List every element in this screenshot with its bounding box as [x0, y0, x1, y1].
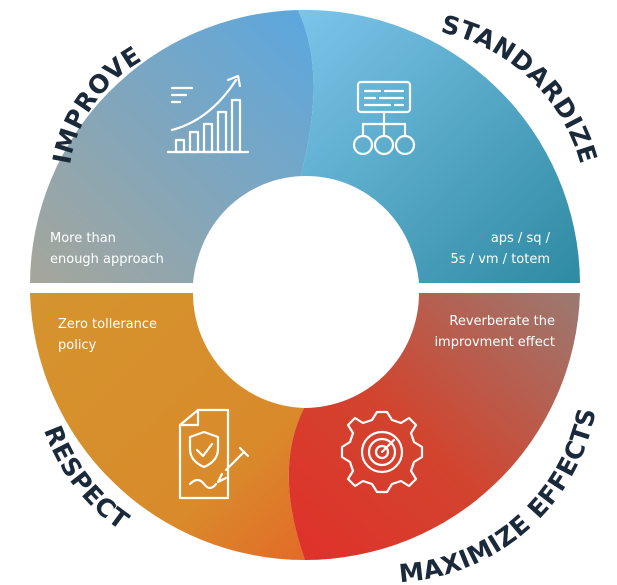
- maximize-text-line-2: improvment effect: [434, 335, 555, 350]
- growth-chart-icon: [166, 74, 250, 154]
- standardize-text-line-1: aps / sq /: [491, 231, 551, 246]
- hierarchy-board-icon: [352, 80, 416, 156]
- segment-maximize: [288, 293, 580, 560]
- segment-improve: [30, 10, 314, 283]
- center-circle: [194, 176, 418, 400]
- gear-target-icon: [340, 410, 424, 494]
- standardize-text-line-2: 5s / vm / totem: [451, 252, 551, 267]
- improve-text-line-2: enough approach: [50, 252, 164, 267]
- segment-standardize: [298, 9, 580, 283]
- maximize-text-line-1: Reverberate the: [449, 314, 555, 329]
- respect-text-line-1: Zero tollerance: [58, 317, 157, 332]
- improve-text-line-1: More than: [50, 231, 116, 246]
- signed-document-shield-icon: [178, 408, 250, 500]
- segment-respect: [30, 293, 305, 561]
- respect-text-line-2: policy: [58, 338, 97, 353]
